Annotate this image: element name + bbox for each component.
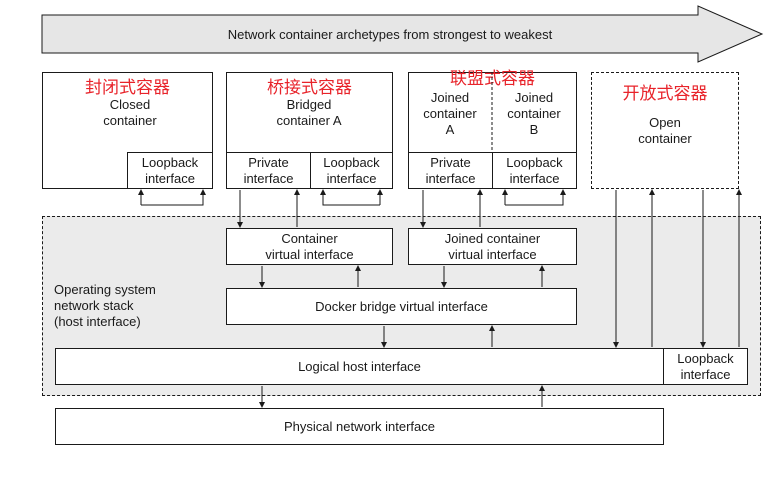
physical-network-interface — [55, 408, 664, 445]
bridged-loopback-interface — [310, 152, 393, 189]
bridged-private-interface — [226, 152, 311, 189]
joined-virtual-interface-label: Joined container virtual interface — [444, 231, 541, 262]
host-loopback-interface — [663, 348, 748, 385]
logical-host-interface-label: Logical host interface — [298, 359, 421, 374]
closed-loopback-interface — [127, 152, 213, 189]
joined-loopback-interface — [492, 152, 577, 189]
host-loopback-interface-label: Loopback interface — [677, 351, 734, 382]
bridged-container-title: Bridged container A — [276, 97, 342, 128]
physical-network-interface-label: Physical network interface — [283, 419, 435, 434]
joined-virtual-interface — [408, 228, 577, 265]
docker-bridge-interface — [226, 288, 577, 325]
closed-container-cn-label: 封闭式容器 — [85, 78, 170, 98]
bridged-loopback-label: Loopback interface — [323, 155, 380, 186]
bridged-private-label: Private interface — [243, 155, 294, 186]
closed-loopback-label: Loopback interface — [141, 155, 199, 186]
open-container-cn-label: 开放式容器 — [622, 84, 708, 104]
open-container-box — [591, 72, 739, 189]
docker-bridge-interface-label: Docker bridge virtual interface — [315, 299, 488, 314]
os-network-stack-label: Operating system network stack (host int… — [54, 282, 156, 329]
joined-private-label: Private interface — [425, 155, 476, 186]
joined-private-interface — [408, 152, 493, 189]
closed-container-title: Closed container — [103, 97, 157, 128]
banner-text: Network container archetypes from strong… — [227, 27, 553, 42]
container-virtual-interface-label: Container virtual interface — [265, 231, 354, 262]
joined-loopback-label: Loopback interface — [506, 155, 563, 186]
open-container-title: Open container — [638, 115, 692, 146]
joined-container-a-title: Joined container A — [423, 90, 477, 137]
joined-container-b-title: Joined container B — [507, 90, 561, 137]
bridged-container-cn-label: 桥接式容器 — [267, 78, 352, 98]
container-virtual-interface — [226, 228, 393, 265]
